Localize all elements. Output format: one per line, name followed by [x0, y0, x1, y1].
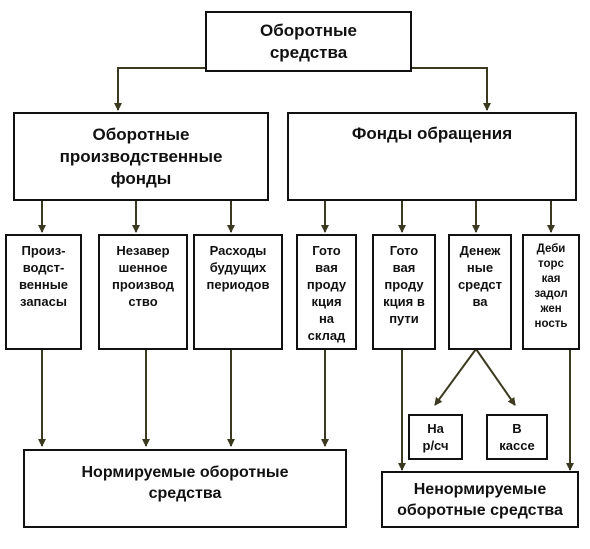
- item-receivables-box: Деби торс кая задол жен ность: [522, 234, 580, 350]
- arrow-root-to-production: [114, 67, 205, 111]
- item-cash-box: Денеж ные средст ва: [448, 234, 512, 350]
- item-deferred-box: Расходы будущих периодов: [193, 234, 283, 350]
- item-reserves-label: Произ- водст- венные запасы: [18, 243, 69, 309]
- normed-funds-label: Нормируемые оборотные средства: [81, 464, 289, 502]
- group-production-label: Оборотные производственные фонды: [59, 124, 223, 188]
- root-box: Оборотные средства: [205, 11, 412, 72]
- item-finished-label: Гото вая проду кция на склад: [306, 243, 347, 343]
- item-cash-label: Денеж ные средст ва: [457, 243, 503, 309]
- arrow-cash-to-register: [475, 348, 516, 406]
- cash-register-label: В кассе: [499, 421, 535, 453]
- group-circulation-box: Фонды обращения: [287, 112, 577, 201]
- item-finished-box: Гото вая проду кция на склад: [296, 234, 357, 350]
- group-circulation-label: Фонды обращения: [351, 124, 513, 143]
- item-reserves-box: Произ- водст- венные запасы: [5, 234, 82, 350]
- item-wip-label: Незавер шенное производ ство: [111, 243, 175, 309]
- item-shipped-box: Гото вая проду кция в пути: [372, 234, 436, 350]
- item-wip-box: Незавер шенное производ ство: [98, 234, 188, 350]
- item-deferred-label: Расходы будущих периодов: [206, 243, 270, 292]
- non-normed-funds-label: Ненормируемые оборотные средства: [397, 480, 563, 519]
- cash-account-box: На р/сч: [408, 414, 463, 460]
- item-shipped-label: Гото вая проду кция в пути: [383, 243, 425, 326]
- non-normed-funds-box: Ненормируемые оборотные средства: [381, 471, 579, 528]
- cash-account-label: На р/сч: [422, 421, 449, 453]
- group-production-box: Оборотные производственные фонды: [13, 112, 269, 201]
- normed-funds-box: Нормируемые оборотные средства: [23, 449, 347, 528]
- arrow-root-to-circulation: [412, 67, 491, 111]
- root-label: Оборотные средства: [259, 20, 358, 62]
- item-receivables-label: Деби торс кая задол жен ность: [534, 243, 568, 330]
- cash-register-box: В кассе: [486, 414, 548, 460]
- arrow-cash-to-account: [434, 348, 477, 406]
